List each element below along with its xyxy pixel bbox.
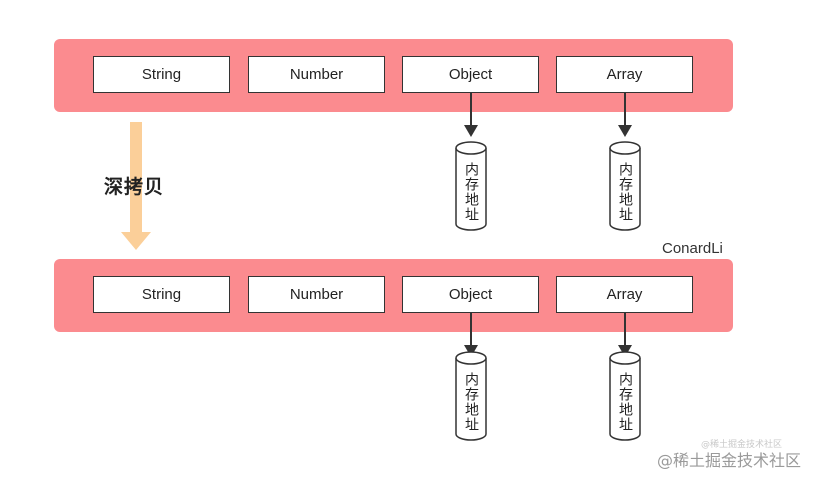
memory-address-label: 内存地址 (617, 372, 633, 432)
copy-array-memory-cylinder: 内存地址 (608, 350, 642, 442)
memory-address-label: 内存地址 (463, 372, 479, 432)
deep-copy-arrow (121, 122, 151, 250)
copy-object-memory-cylinder: 内存地址 (454, 350, 488, 442)
source-array-pointer-arrowhead (618, 125, 632, 137)
source-cell-object: Object (402, 56, 539, 93)
copy-cell-string: String (93, 276, 230, 313)
source-object-pointer-line (470, 93, 472, 126)
memory-address-label: 内存地址 (617, 162, 633, 222)
cylinder-shape (455, 351, 487, 441)
source-cell-number: Number (248, 56, 385, 93)
source-object-memory-cylinder: 内存地址 (454, 140, 488, 232)
copy-cell-number: Number (248, 276, 385, 313)
copy-array-pointer-line (624, 313, 626, 346)
copy-cell-object: Object (402, 276, 539, 313)
source-array-pointer-line (624, 93, 626, 126)
copied-object-band: String Number Object Array (54, 259, 733, 332)
deep-copy-label: 深拷贝 (104, 176, 165, 198)
source-object-pointer-arrowhead (464, 125, 478, 137)
source-cell-array: Array (556, 56, 693, 93)
copy-cell-array: Array (556, 276, 693, 313)
watermark-small: @稀土掘金技术社区 (701, 440, 783, 450)
copy-object-pointer-line (470, 313, 472, 346)
cylinder-shape (455, 141, 487, 231)
source-object-band: String Number Object Array (54, 39, 733, 112)
source-cell-string: String (93, 56, 230, 93)
author-label: ConardLi (662, 240, 723, 257)
source-array-memory-cylinder: 内存地址 (608, 140, 642, 232)
watermark-big: @稀土掘金技术社区 (657, 451, 802, 470)
cylinder-shape (609, 351, 641, 441)
cylinder-shape (609, 141, 641, 231)
memory-address-label: 内存地址 (463, 162, 479, 222)
